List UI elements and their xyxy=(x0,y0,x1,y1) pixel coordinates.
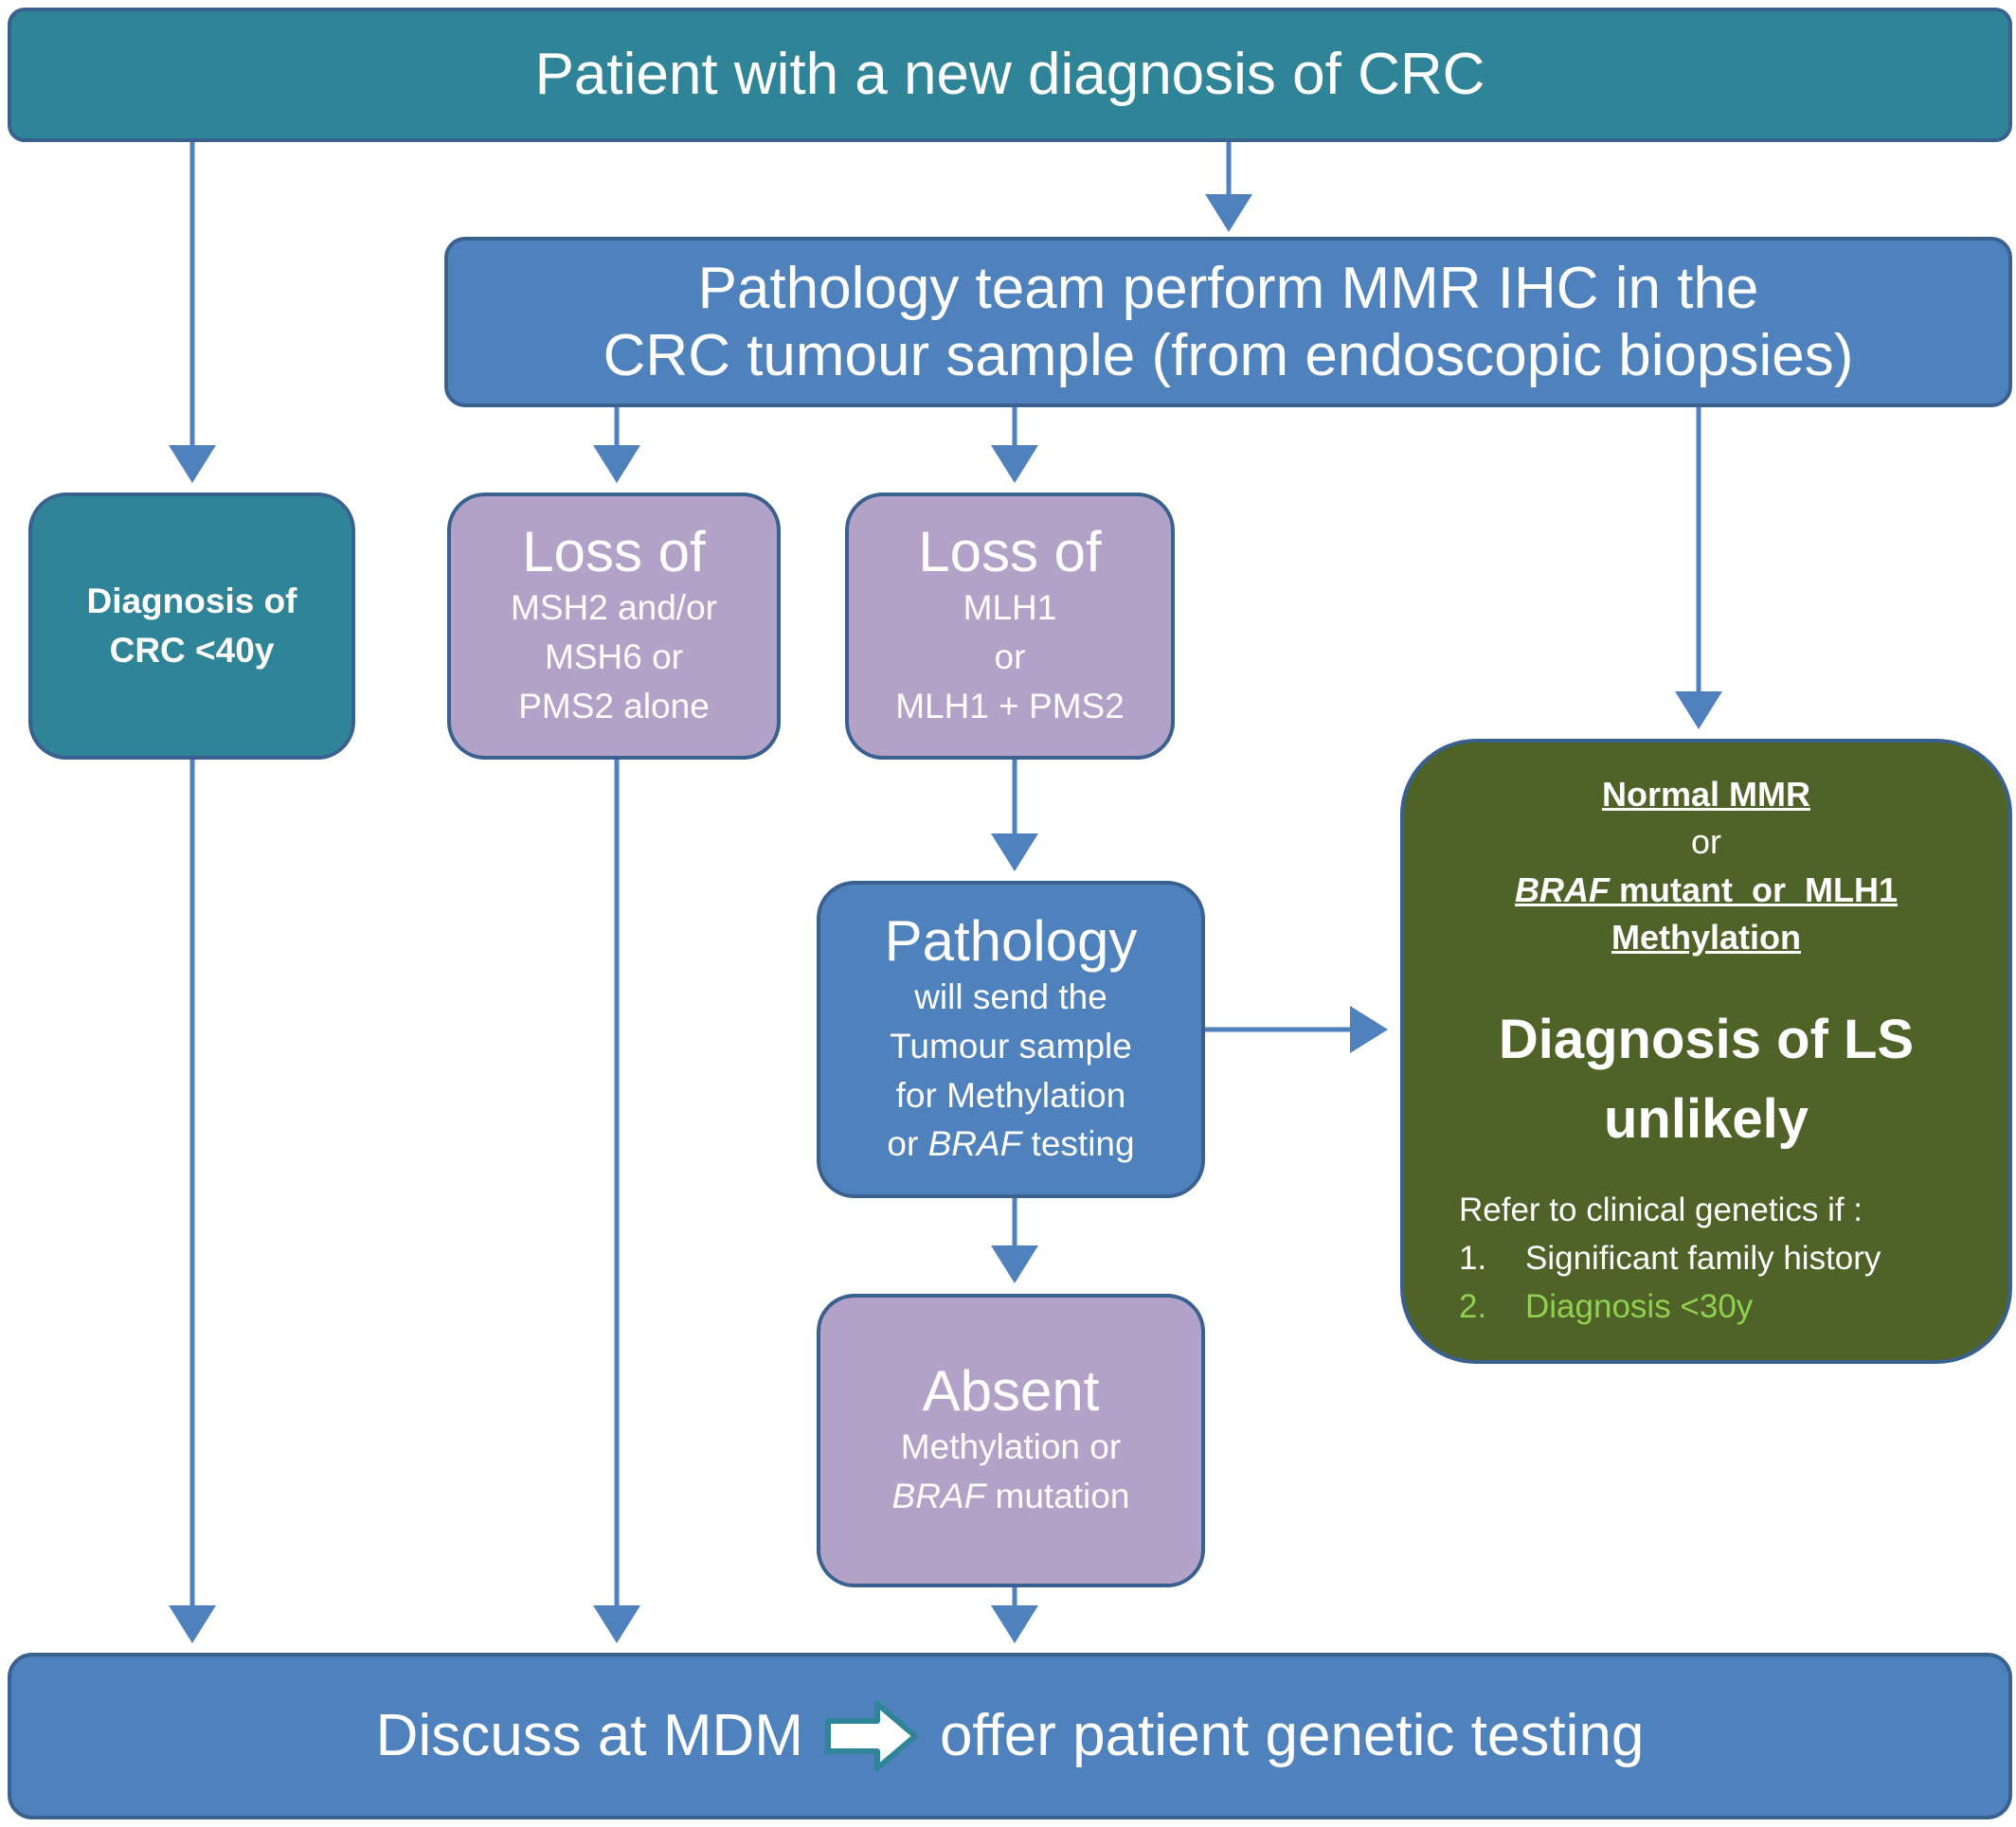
pathology-send-line4: or BRAF testing xyxy=(887,1119,1134,1169)
loss-mlh1-line3: MLH1 + PMS2 xyxy=(895,686,1125,725)
refer-item-2-num: 2. xyxy=(1459,1287,1487,1325)
pathology-send-title: Pathology xyxy=(884,908,1138,973)
loss-msh2-line2: MSH6 or xyxy=(545,637,683,677)
absent-line2-suffix: mutation xyxy=(985,1477,1130,1515)
ls-unlikely-box: Normal MMR or BRAF mutant or MLH1 Methyl… xyxy=(1400,739,2012,1364)
diagnosis-under-40-box: Diagnosis of CRC <40y xyxy=(28,493,355,760)
refer-block: Refer to clinical genetics if : 1. Signi… xyxy=(1404,1186,1881,1331)
diagnosis-under-40-line1: Diagnosis of xyxy=(86,582,297,621)
pathology-send-braf: BRAF xyxy=(927,1124,1022,1164)
loss-mlh1-box: Loss of MLH1 or MLH1 + PMS2 xyxy=(845,493,1175,760)
discuss-mdm-box: Discuss at MDM offer patient genetic tes… xyxy=(8,1653,2012,1819)
pathology-send-line1: will send the xyxy=(914,976,1107,1016)
ls-headline-1: Diagnosis of LS xyxy=(1498,1008,1915,1070)
ls-braf-rest: mutant or MLH1 xyxy=(1609,869,1898,909)
pathology-ihc-line1: Pathology team perform MMR IHC in the xyxy=(697,255,1759,321)
loss-msh2-box: Loss of MSH2 and/or MSH6 or PMS2 alone xyxy=(447,493,781,760)
loss-mlh1-title: Loss of xyxy=(918,520,1102,584)
absent-braf: BRAF xyxy=(891,1477,986,1515)
pathology-send-line4-prefix: or xyxy=(887,1124,928,1164)
braf-mlh1-label: BRAF mutant or MLH1 xyxy=(1515,867,1898,914)
pathology-ihc-line2: CRC tumour sample (from endoscopic biops… xyxy=(603,323,1854,388)
offer-testing-text: offer patient genetic testing xyxy=(939,1703,1645,1769)
ls-or-label: or xyxy=(1690,822,1721,862)
patient-new-diagnosis-box: Patient with a new diagnosis of CRC xyxy=(8,8,2012,142)
pathology-send-line3: for Methylation xyxy=(895,1075,1126,1115)
loss-msh2-line1: MSH2 and/or xyxy=(511,588,717,628)
refer-item-1-num: 1. xyxy=(1459,1239,1487,1277)
ls-braf: BRAF xyxy=(1515,869,1610,909)
absent-title: Absent xyxy=(922,1359,1100,1424)
discuss-mdm-text: Discuss at MDM xyxy=(375,1703,803,1769)
refer-item-2-text: Diagnosis <30y xyxy=(1525,1287,1754,1325)
refer-item-1: 1. Significant family history xyxy=(1459,1234,1881,1282)
pathology-send-line2: Tumour sample xyxy=(890,1026,1132,1066)
methylation-label: Methylation xyxy=(1611,918,1801,958)
normal-mmr-label: Normal MMR xyxy=(1601,775,1810,814)
right-arrow-icon xyxy=(824,1701,918,1771)
pathology-ihc-box: Pathology team perform MMR IHC in the CR… xyxy=(444,237,2012,407)
diagnosis-under-40-line2: CRC <40y xyxy=(109,631,275,670)
loss-mlh1-line2: or xyxy=(994,637,1026,677)
pathology-send-box: Pathology will send the Tumour sample fo… xyxy=(817,881,1205,1198)
absent-line1: Methylation or xyxy=(900,1427,1122,1467)
refer-item-2: 2. Diagnosis <30y xyxy=(1459,1282,1881,1331)
absent-line2: BRAF mutation xyxy=(892,1472,1130,1521)
absent-box: Absent Methylation or BRAF mutation xyxy=(817,1294,1205,1587)
refer-item-1-text: Significant family history xyxy=(1525,1239,1881,1277)
loss-mlh1-line1: MLH1 xyxy=(963,588,1057,628)
pathology-send-line4-suffix: testing xyxy=(1021,1124,1135,1164)
patient-new-diagnosis-text: Patient with a new diagnosis of CRC xyxy=(534,42,1485,108)
ls-headline-2: unlikely xyxy=(1604,1087,1809,1150)
loss-msh2-title: Loss of xyxy=(522,520,706,584)
refer-label: Refer to clinical genetics if : xyxy=(1459,1191,1863,1228)
loss-msh2-line3: PMS2 alone xyxy=(518,686,710,725)
